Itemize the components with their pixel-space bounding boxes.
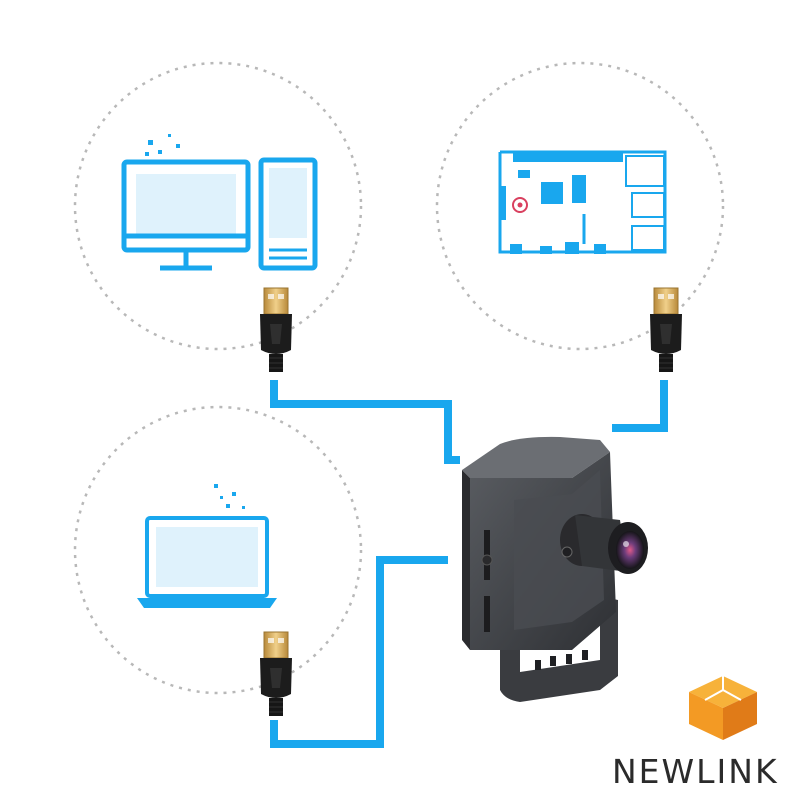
brand-name: NEWLINK xyxy=(612,752,779,791)
laptop-circle xyxy=(73,405,363,695)
laptop-cable-line xyxy=(270,556,448,748)
raspberry-pi-circle xyxy=(435,61,725,351)
desktop-usb-plug xyxy=(259,287,293,373)
laptop-icon xyxy=(137,484,277,608)
desktop-circle xyxy=(73,61,363,351)
laptop-usb-plug xyxy=(259,631,293,717)
camera-module-icon xyxy=(462,436,648,702)
raspberry-pi-usb-plug xyxy=(649,287,683,373)
desktop-pc-icon xyxy=(121,134,318,271)
newlink-logo xyxy=(689,676,757,740)
desktop-cable-line xyxy=(270,380,460,464)
raspberry-pi-cable-line xyxy=(612,380,668,432)
raspberry-pi-icon xyxy=(498,150,667,254)
